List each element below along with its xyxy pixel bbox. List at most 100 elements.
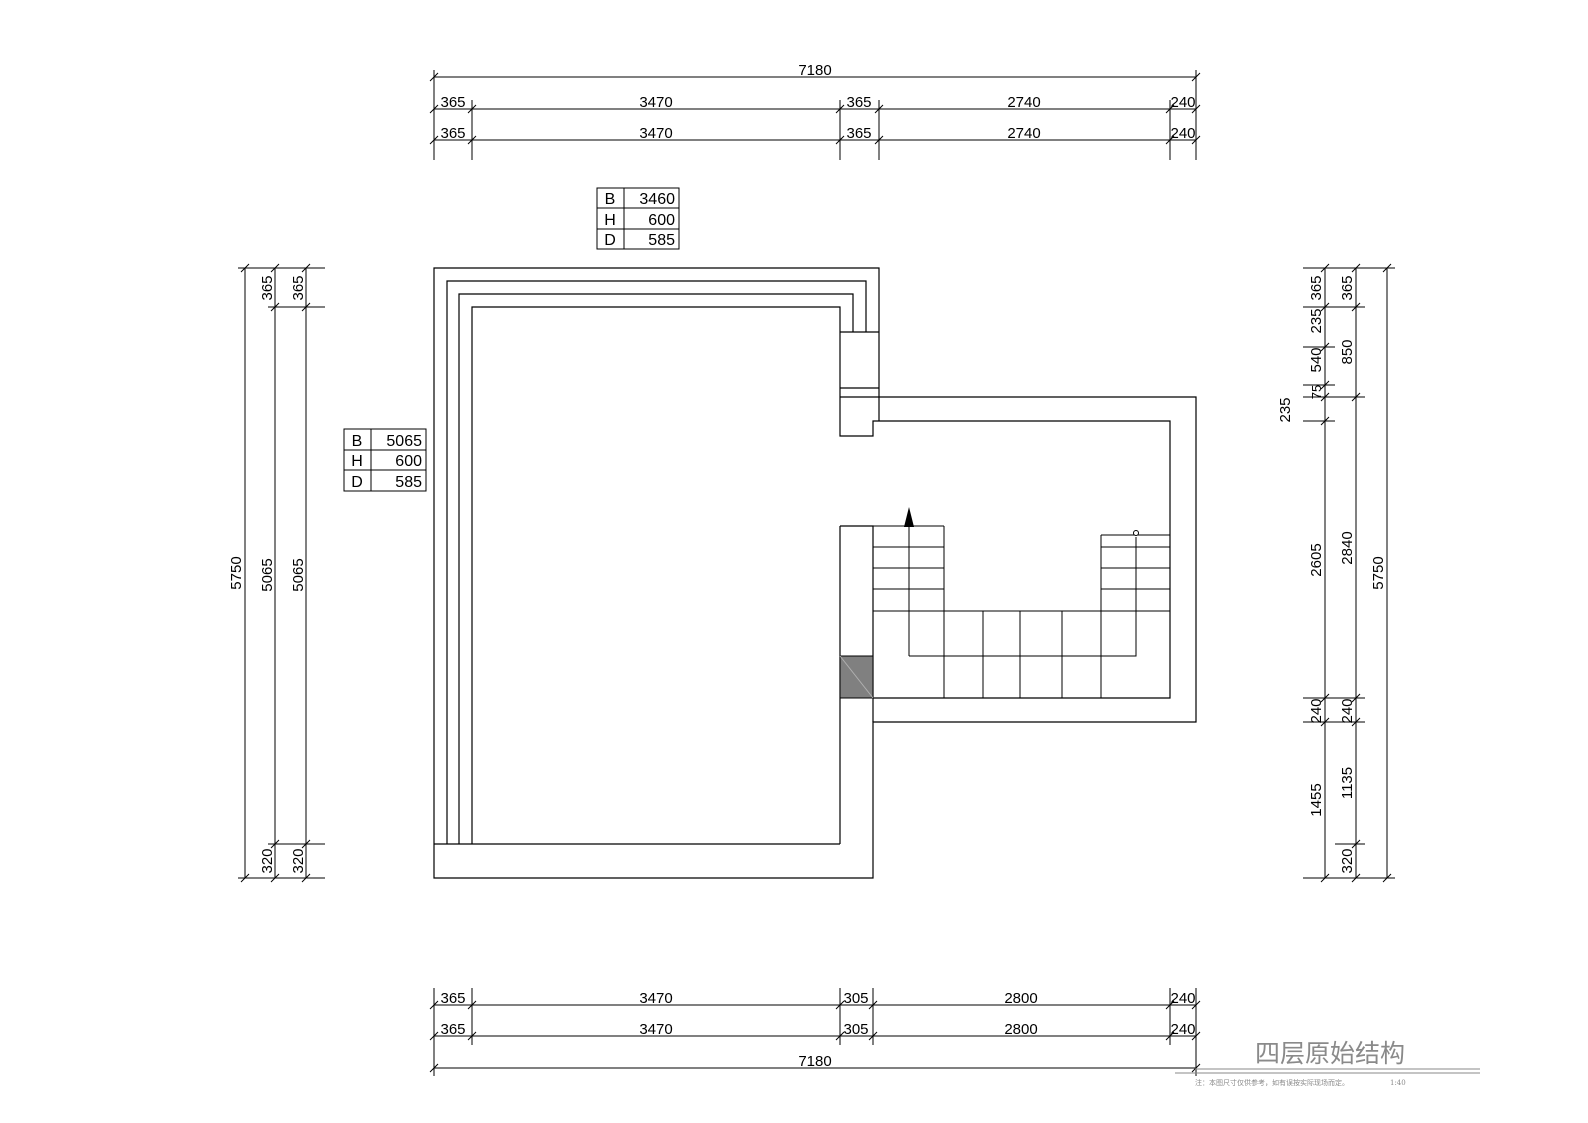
dimension-tick xyxy=(1165,1031,1175,1041)
left-dimensions: 5750 365 5065 320 365 5065 320 xyxy=(228,267,325,879)
dimension-tick xyxy=(1382,263,1392,273)
right-col1-dim: 235 xyxy=(1308,308,1325,333)
dimension-tick xyxy=(1351,263,1361,273)
dimension-tick xyxy=(1320,302,1330,312)
top-row1-dim: 365 xyxy=(846,94,871,111)
dimension-tick xyxy=(835,1000,845,1010)
dimension-tick xyxy=(429,1063,439,1073)
dimension-tick xyxy=(1351,693,1361,703)
drawing-note: 注：本图尺寸仅供参考，如有误按实际现场而定。 xyxy=(1195,1078,1349,1087)
dimension-tick xyxy=(301,839,311,849)
dimension-tick xyxy=(1351,839,1361,849)
dimension-tick xyxy=(1191,1000,1201,1010)
top-row1-dim: 240 xyxy=(1170,94,1195,111)
inner-wall xyxy=(471,306,1171,844)
dimension-tick xyxy=(1382,873,1392,883)
dimension-tick xyxy=(1320,342,1330,352)
right-col1-dim: 75 xyxy=(1309,385,1324,399)
dimension-tick xyxy=(1351,302,1361,312)
dimension-tick xyxy=(1191,72,1201,82)
right-col1-dim: 2605 xyxy=(1308,543,1325,576)
left-col2-dim: 5065 xyxy=(290,558,307,591)
flue-column-diagonal xyxy=(839,655,874,699)
table-key: B xyxy=(352,433,363,450)
wall-pier-upper xyxy=(840,331,880,421)
dimension-tick xyxy=(467,135,477,145)
drawing-scale: 1:40 xyxy=(1390,1079,1406,1087)
right-col1-dim: 540 xyxy=(1308,347,1325,372)
dimension-tick xyxy=(429,72,439,82)
top-dimensions: 7180 365 3470 365 2740 240 365 3470 365 … xyxy=(433,62,1197,160)
right-col1-dim: 365 xyxy=(1308,275,1325,300)
dimension-tick xyxy=(1191,1063,1201,1073)
right-col2-dim: 365 xyxy=(1339,275,1356,300)
right-col2-dim: 1135 xyxy=(1339,767,1356,799)
bottom-total-dim: 7180 xyxy=(798,1053,831,1070)
dimension-tick xyxy=(1191,1031,1201,1041)
table-key: H xyxy=(604,212,616,229)
right-col1-dim: 240 xyxy=(1308,698,1325,723)
dimension-tick xyxy=(270,302,280,312)
dimension-tick xyxy=(1165,135,1175,145)
table-key: H xyxy=(351,453,363,470)
bottom-row2-dim: 305 xyxy=(843,1021,868,1038)
table-value: 3460 xyxy=(639,191,675,208)
dimension-tick xyxy=(429,1000,439,1010)
table-key: D xyxy=(604,232,616,249)
stair-end-circle-icon xyxy=(1133,530,1139,536)
dimension-tick xyxy=(429,1031,439,1041)
left-col2-dim: 365 xyxy=(290,275,307,300)
table-key: D xyxy=(351,474,363,491)
right-total-dim: 5750 xyxy=(1370,556,1387,589)
dimension-tick xyxy=(1351,717,1361,727)
title-block: 四层原始结构 注：本图尺寸仅供参考，如有误按实际现场而定。 1:40 xyxy=(1175,1039,1480,1087)
dimension-tick xyxy=(1351,873,1361,883)
dimension-tick xyxy=(1191,104,1201,114)
bottom-row2-dim: 3470 xyxy=(639,1021,672,1038)
bottom-row1-dim: 240 xyxy=(1170,990,1195,1007)
table-value: 585 xyxy=(648,232,675,249)
dimension-tick xyxy=(1320,416,1330,426)
drawing-title: 四层原始结构 xyxy=(1255,1039,1405,1068)
dimension-tick xyxy=(868,1000,878,1010)
outer-wall xyxy=(433,267,1197,879)
window-table-left: B 5065 H 600 D 585 xyxy=(343,428,427,492)
dimension-tick xyxy=(874,135,884,145)
right-col2-dim: 2840 xyxy=(1339,531,1356,564)
bottom-dimensions: 365 3470 305 2800 240 365 3470 305 2800 … xyxy=(433,988,1197,1076)
bottom-row1-dim: 2800 xyxy=(1004,990,1037,1007)
stair-treads-bottom xyxy=(982,611,1063,698)
top-row2-dim: 240 xyxy=(1170,125,1195,142)
dimension-tick xyxy=(835,1031,845,1041)
dimension-tick xyxy=(240,263,250,273)
bottom-row2-dim: 240 xyxy=(1170,1021,1195,1038)
dimension-tick xyxy=(1320,380,1330,390)
top-row2-dim: 2740 xyxy=(1007,125,1040,142)
dimension-tick xyxy=(1320,392,1330,402)
dimension-tick xyxy=(1320,717,1330,727)
right-dimensions: 365 235 540 75 235 2605 240 1455 365 850… xyxy=(1277,267,1395,879)
walls xyxy=(433,267,1197,879)
table-value: 585 xyxy=(395,474,422,491)
top-row1-dim: 3470 xyxy=(639,94,672,111)
dimension-tick xyxy=(429,135,439,145)
bottom-row2-dim: 365 xyxy=(440,1021,465,1038)
dimension-ticks xyxy=(240,72,1392,1073)
dimension-tick xyxy=(301,873,311,883)
table-frame xyxy=(343,428,427,492)
bottom-row1-dim: 365 xyxy=(440,990,465,1007)
dimension-tick xyxy=(429,104,439,114)
table-frame xyxy=(596,187,680,250)
dimension-tick xyxy=(270,839,280,849)
dimension-tick xyxy=(835,104,845,114)
window-sill-line xyxy=(458,293,854,844)
dimension-tick xyxy=(874,104,884,114)
dimension-tick xyxy=(270,263,280,273)
dimension-tick xyxy=(1320,263,1330,273)
dimension-tick xyxy=(1351,392,1361,402)
top-row2-dim: 365 xyxy=(440,125,465,142)
dimension-tick xyxy=(1191,135,1201,145)
right-col1-dim: 1455 xyxy=(1308,783,1325,816)
bottom-row1-dim: 3470 xyxy=(639,990,672,1007)
